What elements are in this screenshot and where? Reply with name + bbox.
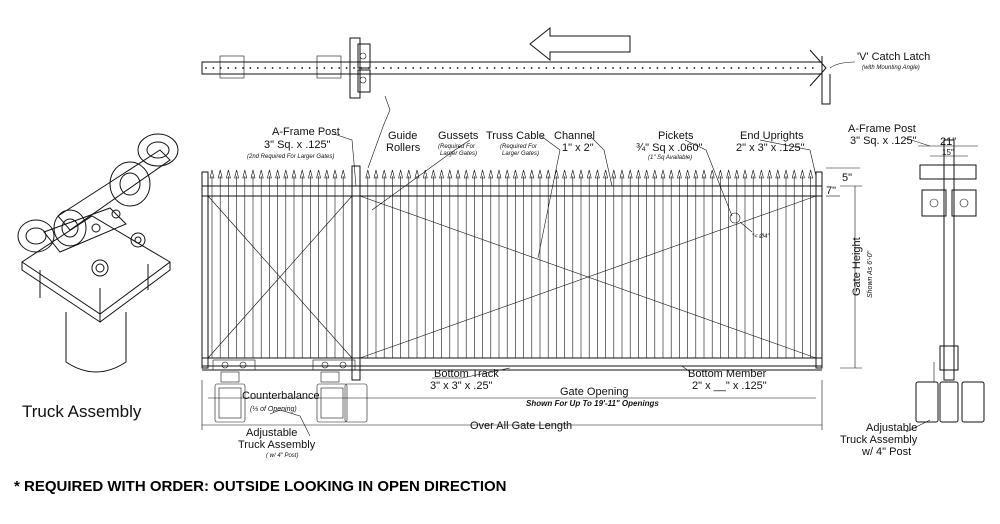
- side-post-label: w/ 4" Post: [861, 446, 911, 458]
- truck-assembly-title: Truck Assembly: [22, 402, 142, 421]
- over-all-gate-length-label: Over All Gate Length: [470, 420, 572, 432]
- gussets-note-1: (Required For: [438, 144, 476, 150]
- picket-spacing-label: "< Ø4": [752, 234, 770, 240]
- rollers-label: Rollers: [386, 142, 421, 154]
- bottom-member-label: Bottom Member: [688, 368, 767, 380]
- gate-opening-note: Shown For Up To 19'-11" Openings: [526, 399, 659, 408]
- gate-elevation: [201, 165, 823, 381]
- leader-lines: [269, 95, 817, 437]
- gate-height-label: Gate Height: [851, 237, 863, 296]
- side-a-frame-post-size: 3" Sq. x .125": [850, 135, 917, 147]
- order-requirement-note: * REQUIRED WITH ORDER: OUTSIDE LOOKING I…: [14, 478, 507, 495]
- dim-15: 15": [942, 148, 954, 157]
- end-uprights-size: 2" x 3" x .125": [736, 142, 805, 154]
- truss-note-2: Larger Gates): [502, 151, 539, 157]
- gate-height-note: Shown As 6'-0": [867, 250, 874, 298]
- bottom-member-size: 2" x __" x .125": [692, 380, 767, 392]
- end-uprights-label: End Uprights: [740, 130, 804, 142]
- adjustable-truck-note: ( w/ 4" Post): [266, 453, 298, 459]
- pickets-size: ¾" Sq x .060": [636, 142, 703, 154]
- v-catch-latch-note: (with Mounting Angle): [862, 65, 920, 71]
- a-frame-post-label: A-Frame Post: [272, 126, 340, 138]
- pickets-label: Pickets: [658, 130, 694, 142]
- dim-7: 7": [826, 185, 836, 197]
- truck-assembly-drawing: [17, 133, 179, 373]
- gussets-note-2: Larger Gates): [440, 151, 477, 157]
- counterbalance-label: Counterbalance: [242, 390, 320, 402]
- bottom-track-label: Bottom Track: [434, 368, 499, 380]
- side-view: [904, 137, 985, 433]
- counterbalance-note: (⅓ of Opening): [250, 406, 297, 413]
- v-catch-latch-label: 'V' Catch Latch: [857, 51, 930, 63]
- gate-opening-label: Gate Opening: [560, 386, 629, 398]
- truss-note-1: (Required For: [500, 144, 538, 150]
- a-frame-post-note: (2nd Required For Larger Gates): [247, 154, 334, 160]
- dimension-lines: [201, 167, 862, 430]
- channel-label: Channel: [554, 130, 595, 142]
- adjustable-label: Adjustable: [246, 427, 297, 439]
- side-adjustable-label: Adjustable: [866, 422, 917, 434]
- guide-label: Guide: [388, 130, 417, 142]
- side-a-frame-post-label: A-Frame Post: [848, 123, 916, 135]
- top-plan-view: 'V' Catch Latch (with Mounting Angle): [201, 26, 930, 105]
- truss-cable-label: Truss Cable: [486, 130, 545, 142]
- channel-size: 1" x 2": [562, 142, 594, 154]
- bottom-track-size: 3" x 3" x .25": [430, 380, 493, 392]
- pickets-note: (1" Sq Available): [648, 155, 692, 161]
- truck-assembly-label: Truck Assembly: [238, 439, 316, 451]
- a-frame-post-size: 3" Sq. x .125": [264, 139, 331, 151]
- truck-assemblies: [212, 359, 368, 423]
- side-truck-assembly-label: Truck Assembly: [840, 434, 918, 446]
- open-direction-arrow-icon: [529, 26, 631, 62]
- gussets-label: Gussets: [438, 130, 479, 142]
- dim-5: 5": [842, 172, 852, 184]
- dim-21: 21": [940, 136, 956, 148]
